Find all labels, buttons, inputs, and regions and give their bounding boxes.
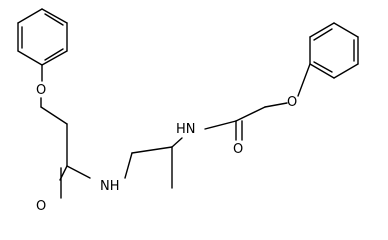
ether-oxygen-left: O [36, 83, 46, 98]
ether-oxygen-right: O [287, 95, 297, 110]
left-phenyl-ring [17, 8, 68, 66]
central-linker-bonds [124, 137, 183, 189]
amide-nh-left: NH [100, 179, 120, 194]
molecule-diagram: O O NH HN O O [17, 8, 359, 214]
right-chain-bonds [204, 63, 311, 141]
structure-svg: O O NH HN O O [17, 8, 359, 214]
carbonyl-oxygen-right: O [233, 142, 243, 157]
left-chain-bonds [40, 64, 91, 199]
right-phenyl-ring [309, 22, 359, 79]
carbonyl-oxygen-left: O [36, 199, 46, 214]
amide-nh-right: HN [176, 122, 196, 137]
